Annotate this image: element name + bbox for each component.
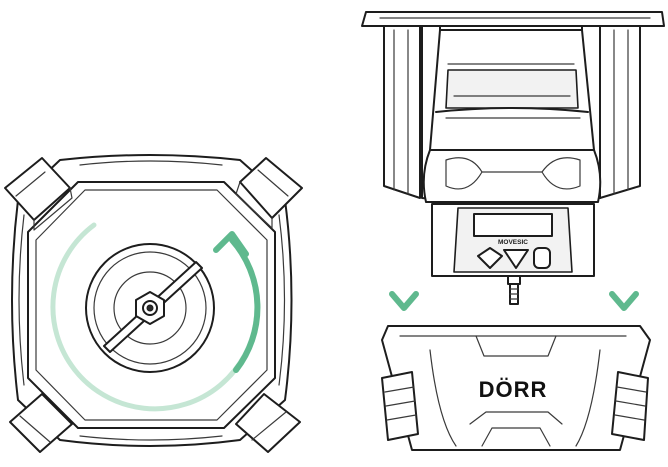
brand-logo: DÖRR	[479, 377, 548, 402]
lower-housing: DÖRR	[381, 325, 651, 451]
down-arrow-icon-left	[389, 229, 419, 311]
rotate-clockwise-arrow-icon	[50, 222, 261, 412]
svg-text:MOVESIC: MOVESIC	[498, 239, 528, 246]
rotating-dial	[85, 243, 215, 373]
mount-bottom-view	[4, 154, 303, 453]
corner-clamp-bottom-right	[235, 393, 301, 453]
housing-grip-left	[381, 371, 419, 441]
housing-grip-right	[611, 371, 649, 441]
corner-clamp-top-right	[235, 157, 303, 229]
corner-clamp-top-left	[4, 157, 73, 231]
camera-control-buttons	[477, 247, 551, 269]
corner-clamp-bottom-left	[9, 393, 73, 453]
camera-with-mount-top: MOVESIC	[361, 11, 665, 305]
down-arrow-icon-right	[609, 229, 639, 311]
